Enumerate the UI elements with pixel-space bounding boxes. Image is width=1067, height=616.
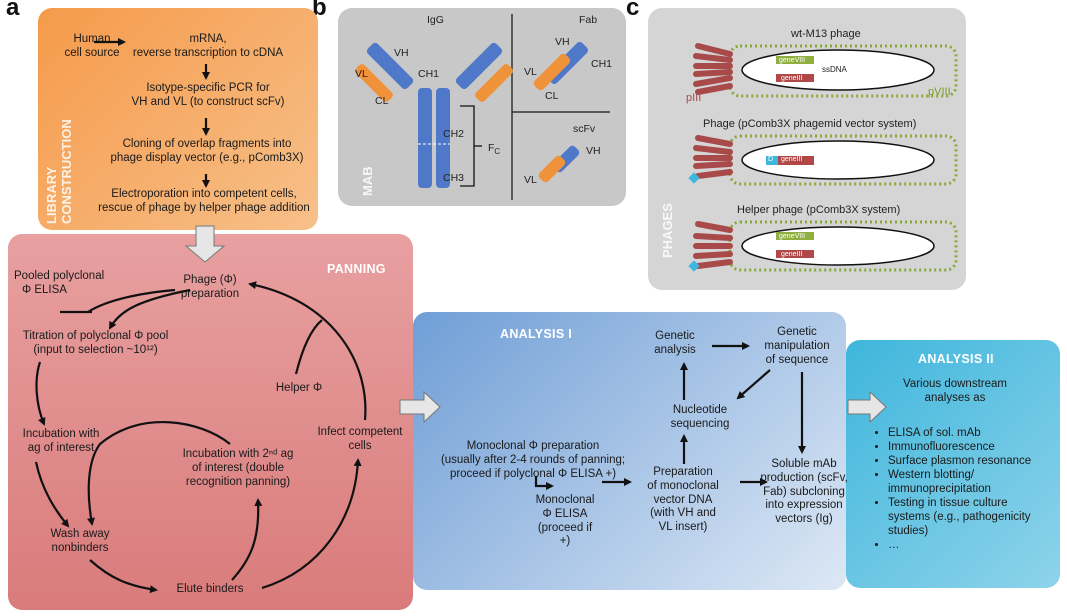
arrow-infect-to-phage (248, 281, 367, 421)
titration-step: Titration of polyclonal Φ pool(input to … (22, 330, 169, 356)
analysis-1-title: ANALYSIS I (500, 327, 573, 341)
ssdna-label: ssDNA (822, 65, 847, 74)
analysis-2-item: Immunofluorescence (888, 440, 1067, 454)
library-construction-box (38, 8, 318, 230)
arrow-phage-to-titration (109, 288, 191, 330)
helper-phage-label: Helper phage (pComb3X system) (737, 204, 901, 216)
wt-phage-label: wt-M13 phage (791, 28, 861, 40)
scfv-icon (538, 145, 580, 183)
piii-label: pIII (686, 92, 702, 104)
gene-viii-label: geneVIII (779, 57, 806, 64)
scfv-vl-label: VL (524, 174, 537, 186)
fab-ch1-label: CH1 (591, 58, 613, 70)
igg-label: IgG (427, 14, 444, 26)
arrow-mono-prep-to-elisa (534, 476, 554, 490)
fc-label: FC (488, 142, 501, 157)
phage-structures (688, 43, 958, 272)
gene-iii-label: geneIII (781, 75, 803, 82)
arrow-wash-to-elute (89, 559, 158, 594)
arrow-titration-to-incubation (35, 361, 46, 426)
fab-label: Fab (579, 14, 598, 26)
mab-box (338, 8, 626, 206)
phagemid-phage-icon (688, 134, 958, 186)
helper-gene-viii-label: geneVIII (779, 233, 806, 240)
block-arrow-panning-to-analysis1 (399, 390, 441, 424)
analysis-2-item: Testing in tissue culture systems (e.g.,… (888, 496, 1067, 538)
analysis-2-item: ELISA of sol. mAb (888, 426, 1067, 440)
scfv-label: scFv (573, 123, 596, 135)
vl-label: VL (355, 68, 368, 80)
mrna-step: mRNA,reverse transcription to cDNA (132, 33, 284, 59)
analysis-2-title: ANALYSIS II (918, 352, 994, 366)
helper-gene-iii-label: geneIII (781, 251, 803, 258)
panning-title: PANNING (327, 262, 386, 276)
panel-letter-a: a (6, 0, 20, 21)
analysis-2-list: ELISA of sol. mAb Immunofluorescence Sur… (876, 426, 1067, 552)
cl-label: CL (375, 95, 389, 107)
phagemid-phage-label: Phage (pComb3X phagemid vector system) (703, 118, 917, 130)
ch2-label: CH2 (443, 128, 465, 140)
scfv-vh-label: VH (586, 145, 601, 157)
monoclonal-phage-preparation: Monoclonal Φ preparation(usually after 2… (440, 440, 626, 480)
ch3-label: CH3 (443, 172, 465, 184)
wt-phage-icon (693, 43, 958, 98)
arrow-elute-to-infect (261, 458, 362, 590)
fab-vl-label: VL (524, 66, 537, 78)
elute-step: Elute binders (176, 583, 244, 595)
arrow-helper (294, 319, 323, 375)
block-arrow-library-to-panning (184, 225, 226, 263)
ch1-label: CH1 (418, 68, 440, 80)
analysis-2-item: … (888, 538, 1067, 552)
fab-vh-label: VH (555, 36, 570, 48)
mab-structures (355, 14, 610, 200)
arrow-incubation-to-wash (34, 461, 70, 528)
vh-label: VH (394, 47, 409, 59)
analysis-2-box (846, 340, 1060, 588)
panel-letter-c: c (626, 0, 640, 21)
display-d-label: D (768, 156, 774, 163)
block-arrow-analysis1-to-analysis2 (847, 390, 887, 424)
analysis-2-item: Western blotting/ immunoprecipitation (888, 468, 1067, 496)
fab-icon (533, 42, 588, 91)
helper-phage: Helper Φ (275, 382, 323, 394)
analysis-1-box (413, 312, 846, 590)
helper-phage-icon (688, 220, 958, 272)
electroporation-step: Electroporation into competent cells,res… (98, 188, 310, 214)
arrow-manip-to-sequencing (736, 369, 771, 400)
arrow-phage-to-pooled (87, 288, 176, 313)
phagemid-gene-iii-label: geneIII (781, 156, 803, 163)
pviii-label: pVIII (928, 86, 951, 98)
arrow-second-ag-to-wash (87, 420, 231, 526)
igg-icon (355, 42, 513, 188)
panning-box (8, 234, 413, 610)
fab-cl-label: CL (545, 90, 559, 102)
analysis-2-item: Surface plasmon resonance (888, 454, 1067, 468)
phage-preparation: Phage (Φ)preparation (180, 274, 240, 300)
arrow-elute-to-second-ag (231, 498, 263, 581)
